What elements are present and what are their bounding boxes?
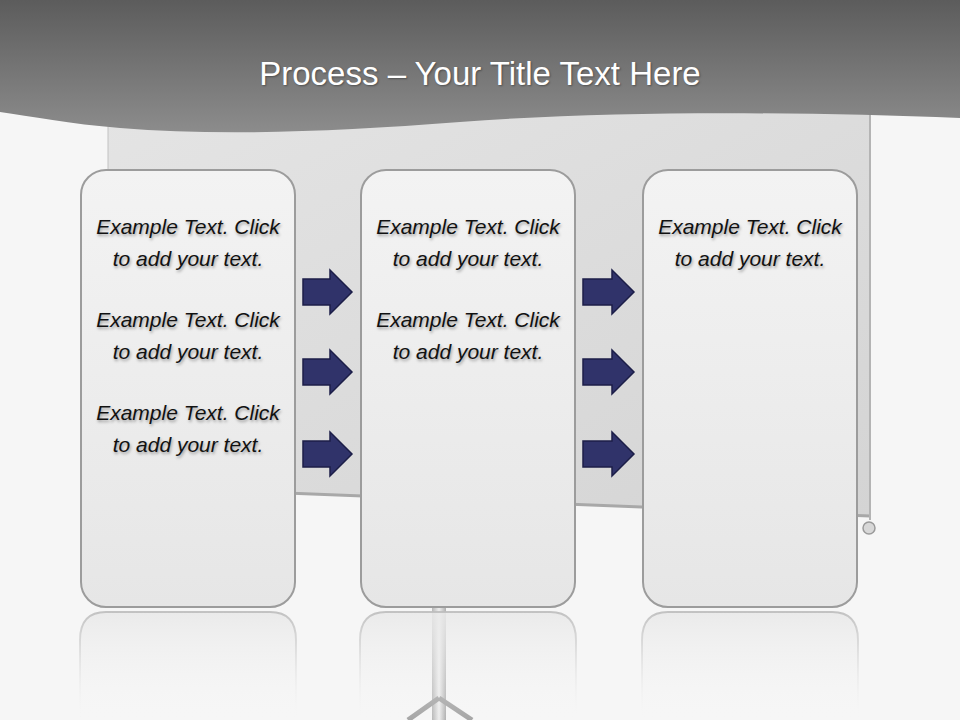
block-arrow (303, 270, 352, 314)
step-text: Example Text. Click to add your text. (656, 211, 844, 275)
step-text: Example Text. Click to add your text. (374, 211, 562, 275)
header-band (0, 0, 960, 132)
block-arrow (583, 350, 634, 394)
step-text: Example Text. Click to add your text. (94, 397, 282, 461)
slide-title: Process – Your Title Text Here (0, 50, 960, 98)
box-reflection (80, 612, 296, 720)
process-box: Example Text. Click to add your text. (642, 169, 858, 608)
block-arrow (303, 432, 352, 476)
step-text: Example Text. Click to add your text. (374, 304, 562, 368)
process-box: Example Text. Click to add your text. Exa… (80, 169, 296, 608)
block-arrow (303, 350, 352, 394)
screen-knob (863, 522, 875, 534)
screen-edge (869, 110, 871, 520)
box-reflection (642, 612, 858, 720)
process-box: Example Text. Click to add your text. Exa… (360, 169, 576, 608)
box-reflection (360, 612, 576, 720)
step-text: Example Text. Click to add your text. (94, 304, 282, 368)
block-arrow (583, 270, 634, 314)
step-text: Example Text. Click to add your text. (94, 211, 282, 275)
block-arrow (583, 432, 634, 476)
